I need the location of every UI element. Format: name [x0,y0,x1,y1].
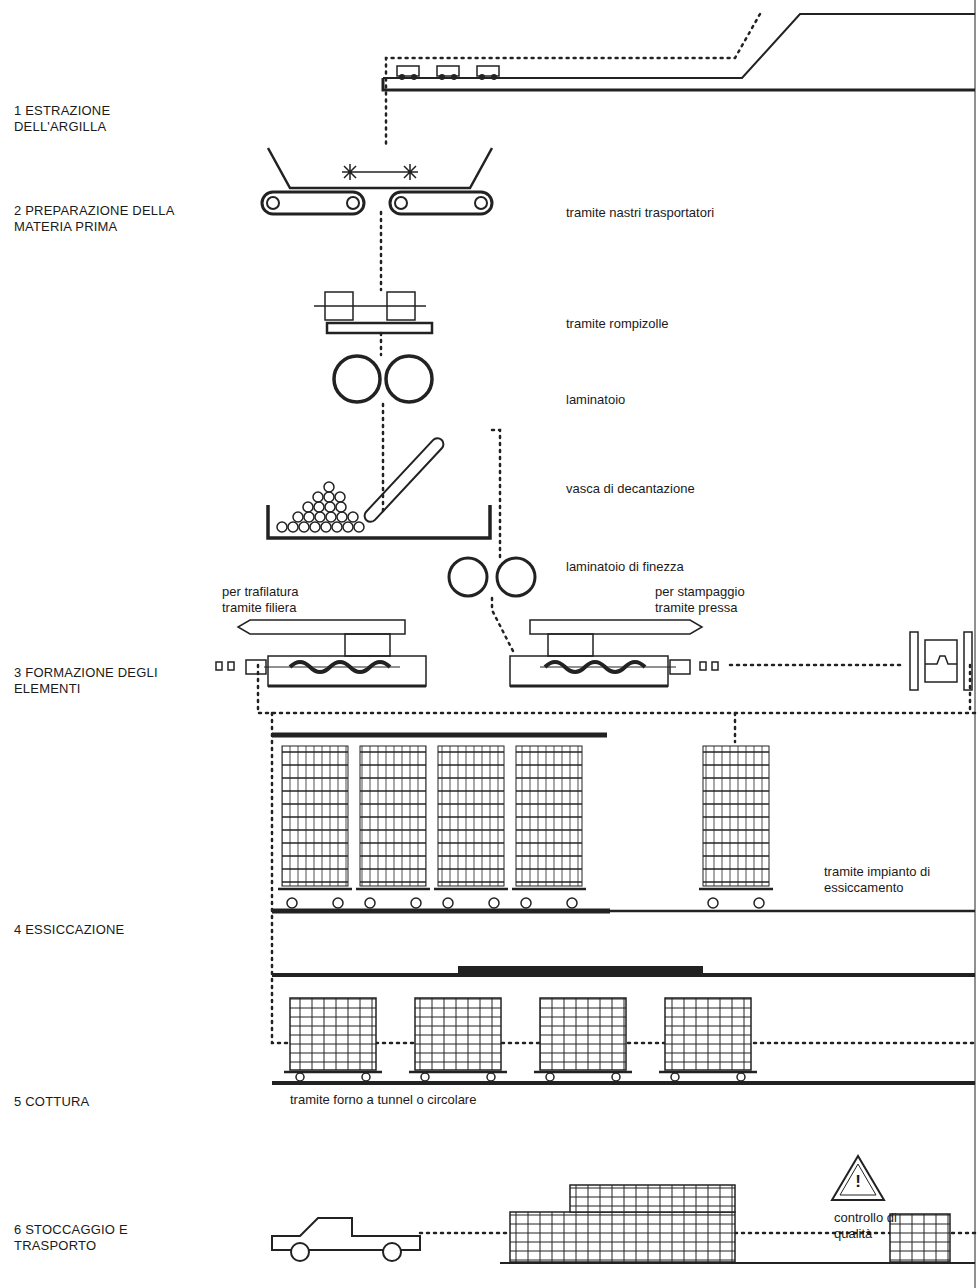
clod-breaker [314,292,432,333]
step-label: laminatoio [566,392,766,408]
drying-plant [272,735,975,911]
step-label: tramite nastri trasportatori [566,205,786,221]
conveyor-belt [262,148,492,214]
settling-tank [268,436,490,538]
stage-label: 3 FORMAZIONE DEGLI ELEMENTI [14,665,164,697]
stage-label: 4 ESSICCAZIONE [14,922,184,938]
step-label: laminatoio di finezza [566,559,786,575]
flow-line [258,14,975,1233]
drawing [216,0,975,1288]
step-label: tramite rompizolle [566,316,766,332]
roller-mill [334,356,432,402]
warning-triangle [832,1156,884,1200]
storage-yard [272,1156,975,1263]
stage-label: 1 ESTRAZIONE DELL'ARGILLA [14,103,164,135]
stage-label: 6 STOCCAGGIO E TRASPORTO [14,1222,154,1254]
tunnel-kiln [272,966,975,1083]
quarry [383,14,975,90]
warning-mark: ! [850,1174,866,1190]
note-label: controllo di qualità [834,1210,924,1242]
stage-label: 5 COTTURA [14,1094,164,1110]
stage-label: 2 PREPARAZIONE DELLA MATERIA PRIMA [14,203,184,235]
press [510,620,972,690]
frame-line [975,0,976,1288]
step-label: tramite impianto di essiccamento [824,864,964,896]
fine-roller-mill [449,558,535,596]
method-label: per trafilatura tramite filiera [222,584,340,616]
step-label: tramite forno a tunnel o circolare [290,1092,610,1108]
step-label: vasca di decantazione [566,481,786,497]
method-label: per stampaggio tramite pressa [655,584,775,616]
extruder [216,620,426,686]
